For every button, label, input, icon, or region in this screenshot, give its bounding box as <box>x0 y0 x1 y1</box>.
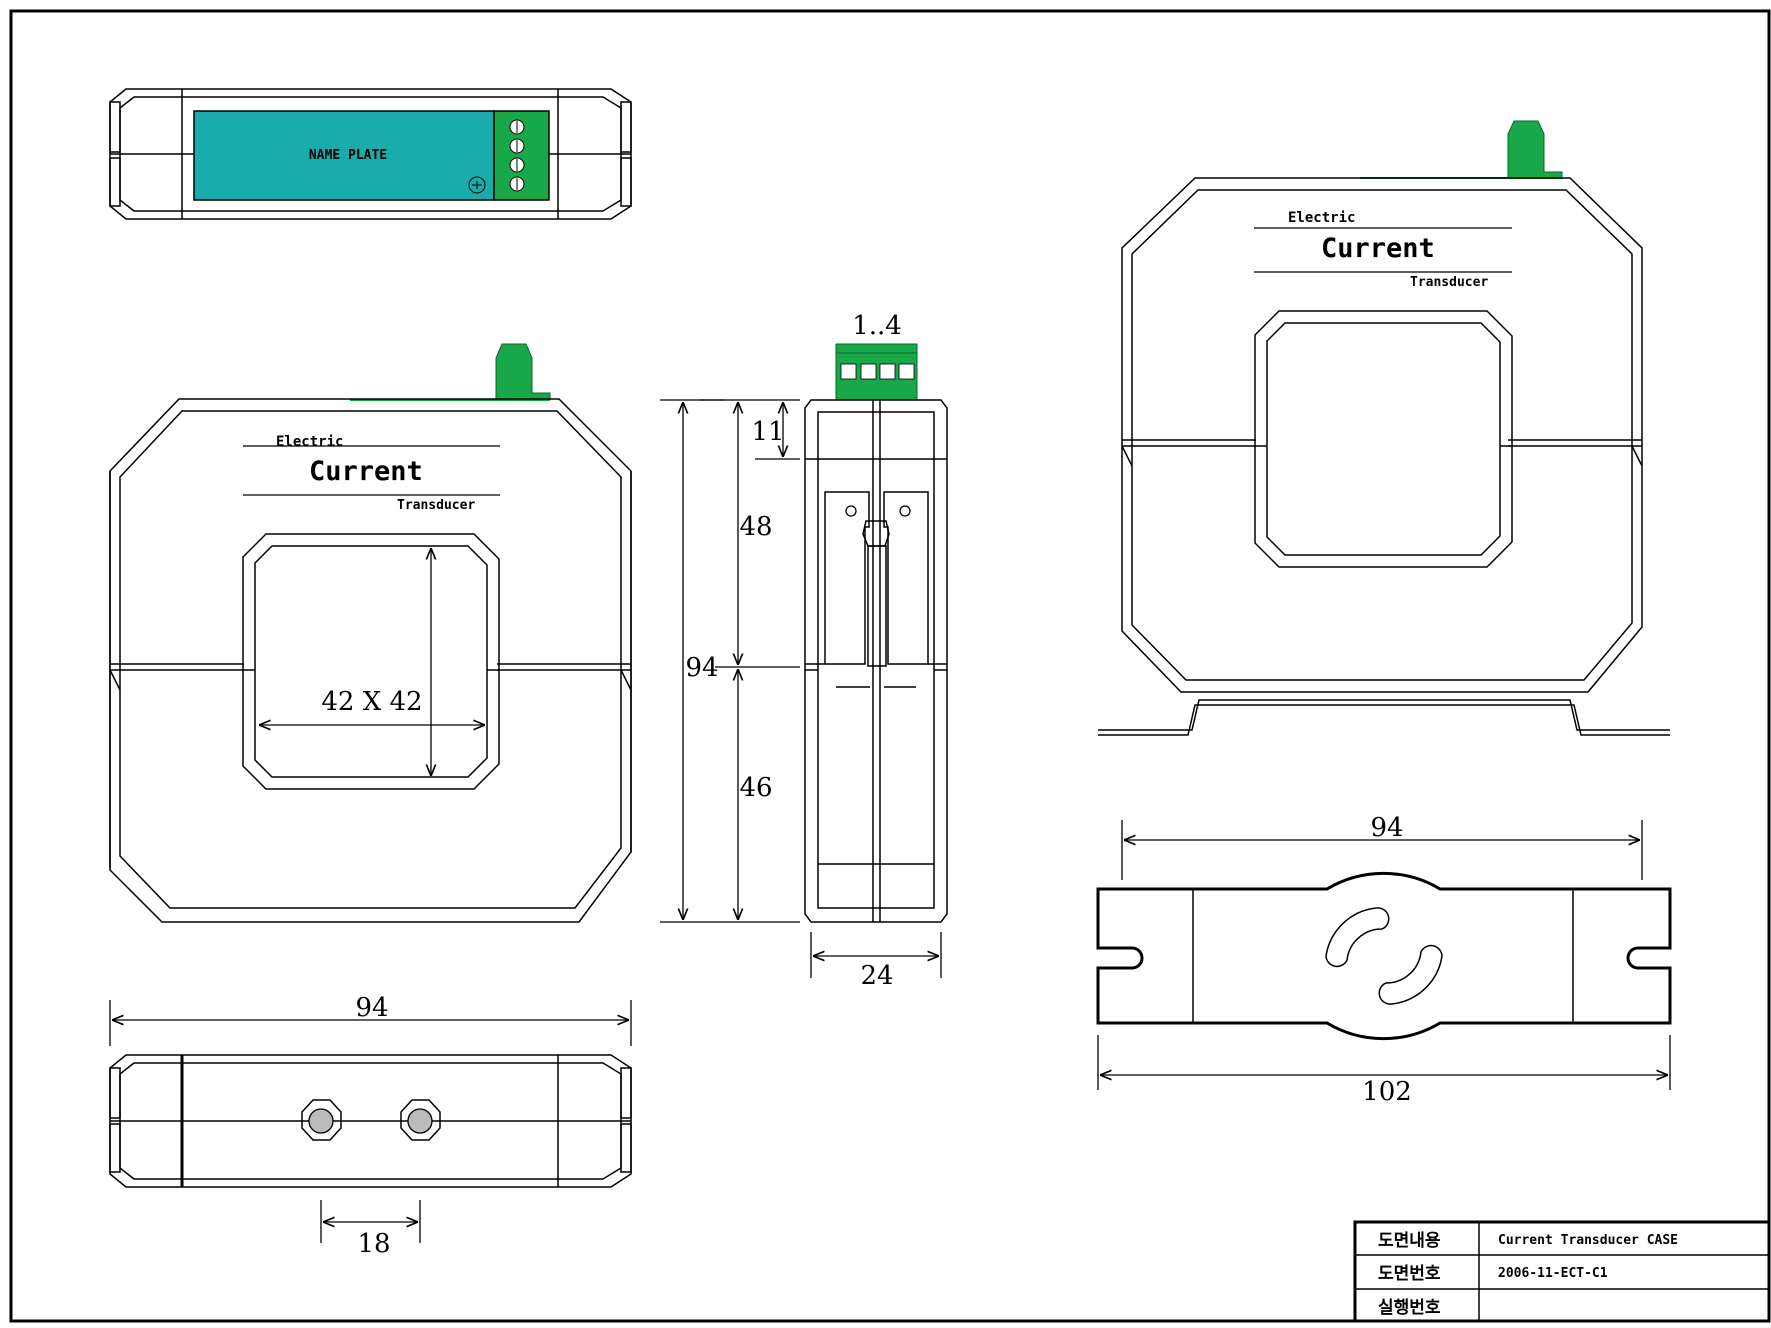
brand-electric: Electric <box>276 434 343 450</box>
front-view: Electric Current Transducer 42 X 42 <box>109 343 632 923</box>
bracket-slot <box>1325 907 1390 968</box>
dim-height-total: 94 <box>685 653 718 683</box>
brand-current-right: Current <box>1321 233 1435 264</box>
title-block: 도면내용 Current Transducer CASE 도면번호 2006-1… <box>1353 1220 1771 1323</box>
brand-current: Current <box>309 456 423 487</box>
dim-bracket-inner: 94 <box>1370 813 1403 843</box>
mounting-hole <box>308 1108 334 1134</box>
dim-upper-half: 48 <box>739 512 772 542</box>
dim-depth: 24 <box>860 961 893 991</box>
terminal-connector <box>495 343 551 400</box>
dim-bracket-outer: 102 <box>1362 1077 1412 1107</box>
dim-window-size: 42 X 42 <box>321 687 422 717</box>
brand-transducer-right: Transducer <box>1410 275 1488 290</box>
mounting-bracket-side <box>1098 704 1670 736</box>
brand-electric-right: Electric <box>1288 210 1355 226</box>
dim-terminals: 1..4 <box>852 311 902 341</box>
top-view: NAME PLATE <box>109 88 632 220</box>
dim-top-section: 11 <box>751 417 784 447</box>
title-block-label-content: 도면내용 <box>1378 1231 1441 1251</box>
name-plate-label: NAME PLATE <box>309 148 387 163</box>
title-block-value-content: Current Transducer CASE <box>1498 1233 1678 1248</box>
mounting-hole <box>407 1108 433 1134</box>
brand-transducer: Transducer <box>397 498 475 513</box>
right-view: Electric Current Transducer <box>1098 120 1670 736</box>
bracket-outline <box>1096 871 1672 1041</box>
name-plate <box>193 110 495 201</box>
title-block-label-revision: 실행번호 <box>1378 1298 1441 1318</box>
bottom-view: 94 18 <box>109 993 632 1259</box>
dim-lower-half: 46 <box>739 773 772 803</box>
bracket-plan-view: 94 102 <box>1096 813 1672 1107</box>
side-view: 1..4 94 11 48 46 2 <box>660 311 948 991</box>
dim-width: 94 <box>355 993 388 1023</box>
bracket-slot <box>1378 944 1443 1005</box>
drawing-frame <box>9 9 1771 1323</box>
title-block-value-number: 2006-11-ECT-C1 <box>1498 1266 1608 1281</box>
title-block-label-number: 도면번호 <box>1378 1264 1441 1284</box>
dim-hole-spacing: 18 <box>357 1229 390 1259</box>
terminal-connector-right <box>1507 120 1563 179</box>
